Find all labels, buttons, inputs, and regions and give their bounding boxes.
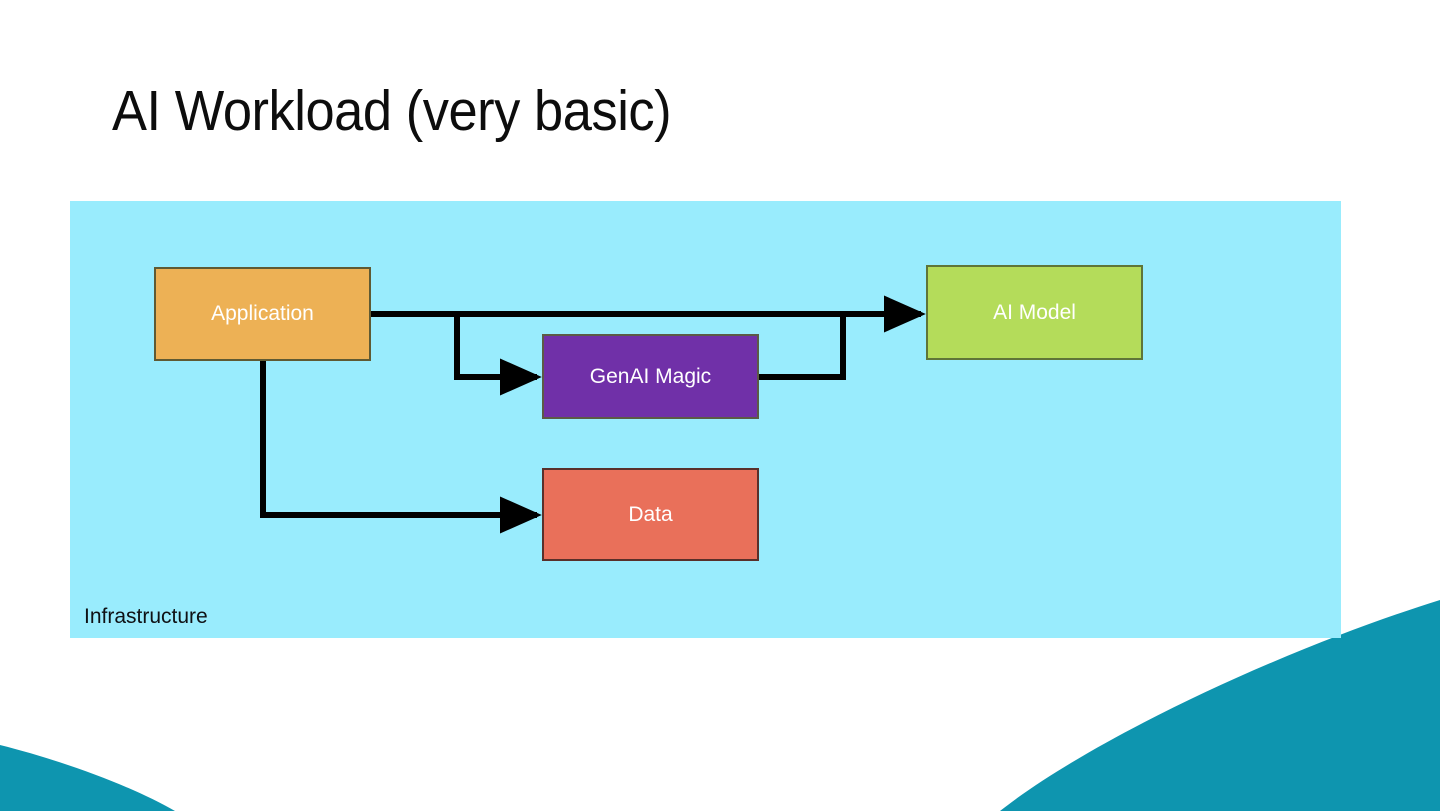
- node-ai-model-label: AI Model: [993, 300, 1076, 324]
- node-application-label: Application: [211, 302, 314, 326]
- node-genai-magic[interactable]: GenAI Magic: [542, 334, 759, 419]
- page-title: AI Workload (very basic): [112, 79, 672, 143]
- infrastructure-label: Infrastructure: [84, 605, 208, 628]
- node-genai-magic-label: GenAI Magic: [589, 364, 712, 388]
- teal-corner-shape-bottom-left: [0, 745, 175, 811]
- node-application[interactable]: Application: [154, 267, 371, 361]
- node-data-label: Data: [628, 502, 673, 526]
- node-data[interactable]: Data: [542, 468, 759, 561]
- node-ai-model[interactable]: AI Model: [926, 265, 1143, 360]
